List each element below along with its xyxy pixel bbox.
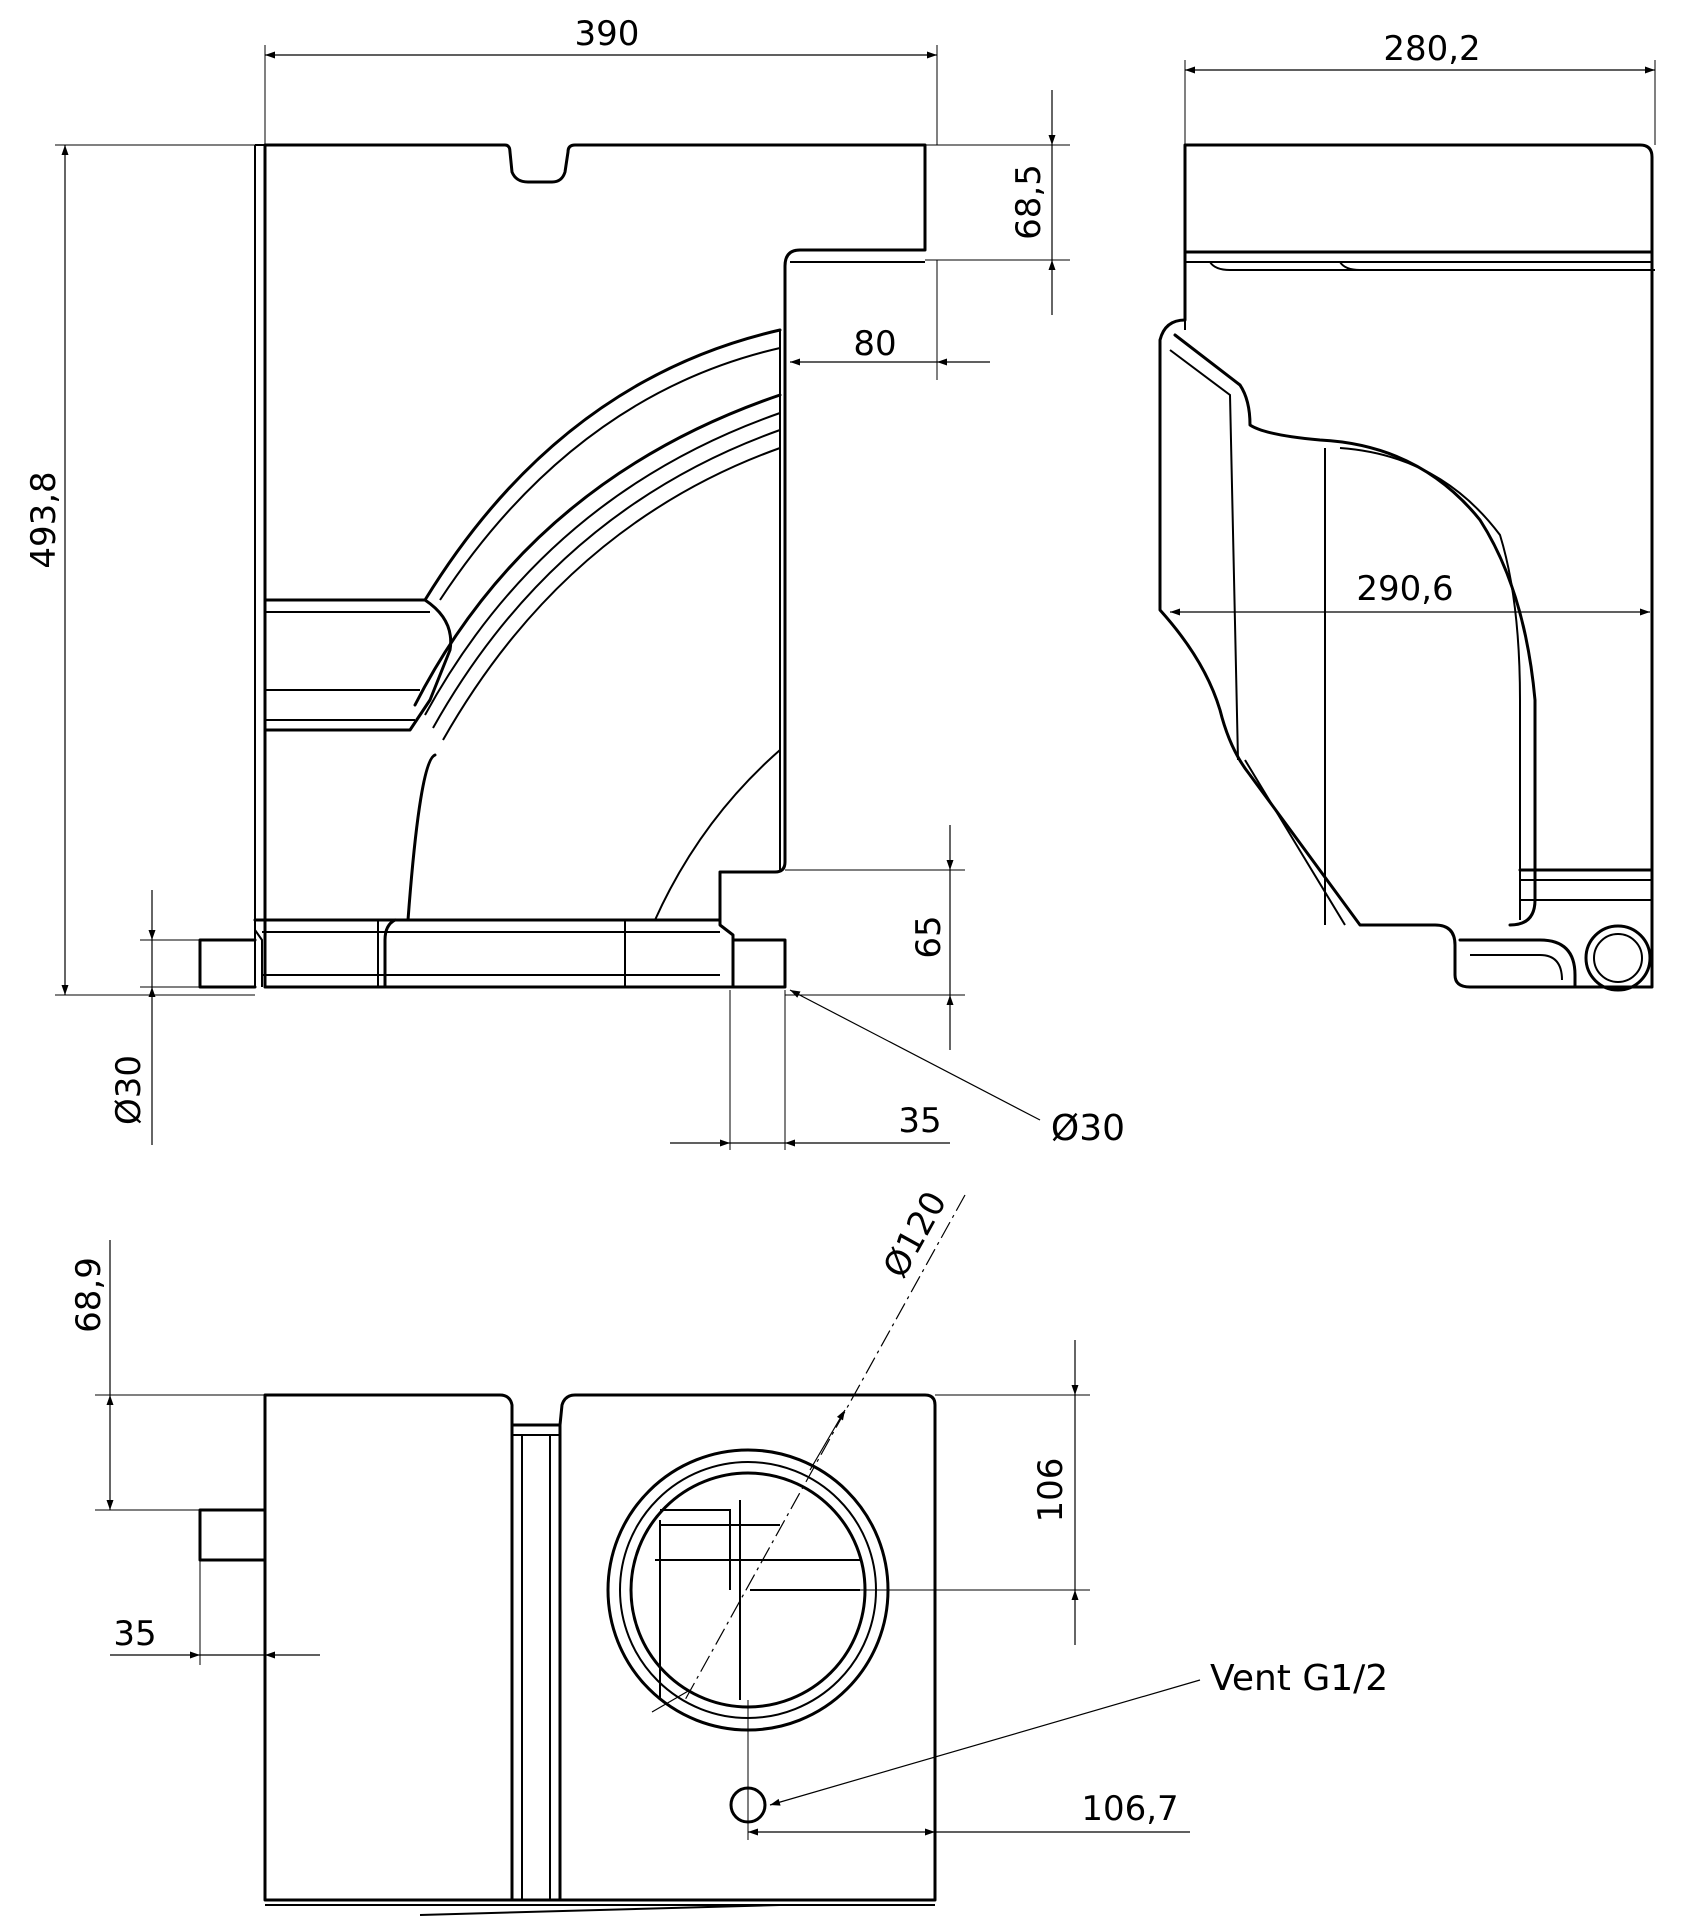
dim-106-label: 106 [1031, 1458, 1071, 1523]
side-view [1158, 143, 1655, 992]
side-view-outline [1158, 143, 1654, 989]
dimension-lines: 390 280,2 493,8 68,5 80 290,6 65 [24, 14, 1656, 1840]
dim-35-top-label: 35 [113, 1614, 156, 1654]
front-view [198, 143, 927, 989]
dim-390-label: 390 [575, 14, 640, 54]
dim-493-8-label: 493,8 [24, 471, 64, 568]
dim-280-2-label: 280,2 [1383, 29, 1480, 69]
top-view-outline [263, 1393, 937, 1902]
dim-106-7-label: 106,7 [1081, 1789, 1178, 1829]
dim-290-6-label: 290,6 [1356, 569, 1453, 609]
dim-dia-30-outlet-label: Ø30 [1051, 1108, 1125, 1149]
top-inlet-stub [198, 1508, 267, 1562]
front-view-outline [263, 143, 927, 989]
dim-65-label: 65 [909, 915, 949, 958]
side-outlet-circle [1584, 924, 1652, 992]
right-outlet-stub [731, 938, 787, 989]
dim-dia-30-left-label: Ø30 [109, 1055, 149, 1125]
dim-68-5-label: 68,5 [1009, 164, 1049, 240]
left-inlet-stub [198, 938, 257, 989]
dim-80-label: 80 [853, 324, 896, 364]
vent-label: Vent G1/2 [1210, 1658, 1388, 1699]
dim-35-front-label: 35 [898, 1101, 941, 1141]
dim-68-9-label: 68,9 [69, 1257, 109, 1333]
